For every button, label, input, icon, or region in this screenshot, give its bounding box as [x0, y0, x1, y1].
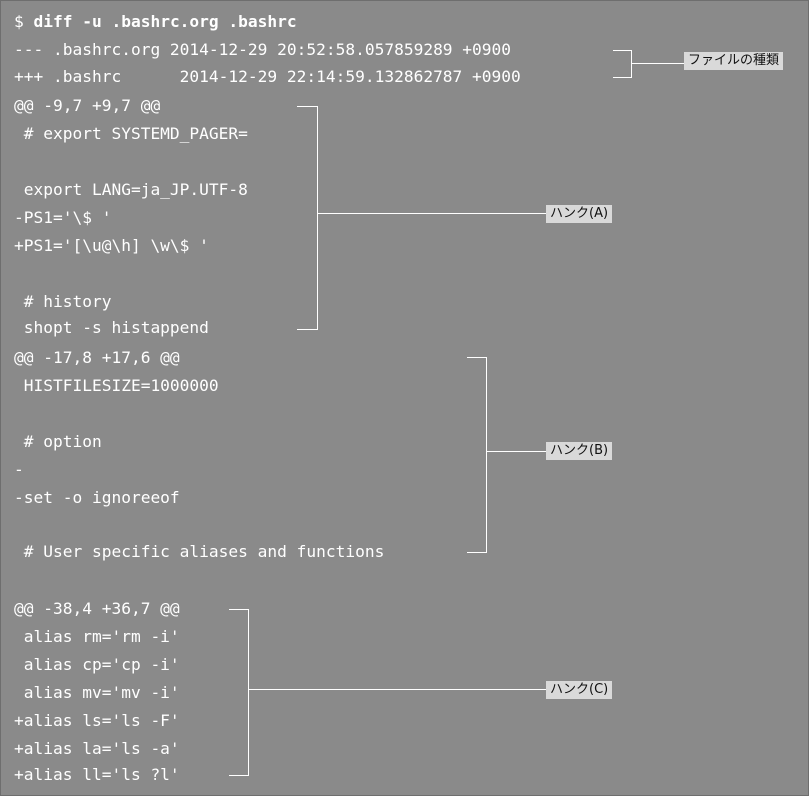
hunk-b-label: ハンク(B) — [546, 442, 613, 460]
hunk-b-connector — [487, 451, 546, 452]
hunk-c-line: alias rm='rm -i' — [14, 627, 180, 646]
hunk-c-added-line: +alias ls='ls -F' — [14, 711, 180, 730]
hunk-b-bracket — [467, 357, 487, 553]
hunk-c-line: alias cp='cp -i' — [14, 655, 180, 674]
hunk-a-line: export LANG=ja_JP.UTF-8 — [14, 180, 248, 199]
hunk-b-line: HISTFILESIZE=1000000 — [14, 376, 219, 395]
file-header-bracket — [613, 50, 632, 78]
hunk-b-line: # option — [14, 432, 102, 451]
hunk-c-connector — [249, 689, 546, 690]
hunk-c-header: @@ -38,4 +36,7 @@ — [14, 599, 180, 618]
prompt-symbol: $ — [14, 12, 24, 31]
diff-command: diff -u .bashrc.org .bashrc — [33, 12, 297, 31]
hunk-a-added-line: +PS1='[\u@\h] \w\$ ' — [14, 236, 209, 255]
hunk-c-added-line: +alias la='ls -a' — [14, 739, 180, 758]
hunk-b-removed-line: -set -o ignoreeof — [14, 488, 180, 507]
hunk-a-line: shopt -s histappend — [14, 318, 209, 337]
hunk-a-header: @@ -9,7 +9,7 @@ — [14, 96, 161, 115]
file-type-label: ファイルの種類 — [684, 52, 784, 70]
hunk-b-removed-line: - — [14, 460, 24, 479]
hunk-a-bracket — [297, 106, 318, 330]
hunk-b-header: @@ -17,8 +17,6 @@ — [14, 348, 180, 367]
new-file-header: +++ .bashrc 2014-12-29 22:14:59.13286278… — [14, 67, 521, 86]
hunk-c-label: ハンク(C) — [546, 681, 613, 699]
prompt-line: $ diff -u .bashrc.org .bashrc — [14, 10, 297, 34]
hunk-a-label: ハンク(A) — [546, 205, 613, 223]
hunk-c-bracket — [229, 609, 249, 776]
hunk-c-line: alias mv='mv -i' — [14, 683, 180, 702]
hunk-a-line: # export SYSTEMD_PAGER= — [14, 124, 248, 143]
hunk-a-removed-line: -PS1='\$ ' — [14, 208, 112, 227]
hunk-a-connector — [318, 213, 546, 214]
hunk-b-line: # User specific aliases and functions — [14, 542, 385, 561]
hunk-a-line: # history — [14, 292, 112, 311]
file-header-connector — [632, 63, 684, 64]
old-file-header: --- .bashrc.org 2014-12-29 20:52:58.0578… — [14, 40, 512, 59]
hunk-c-added-line: +alias ll='ls ?l' — [14, 765, 180, 784]
